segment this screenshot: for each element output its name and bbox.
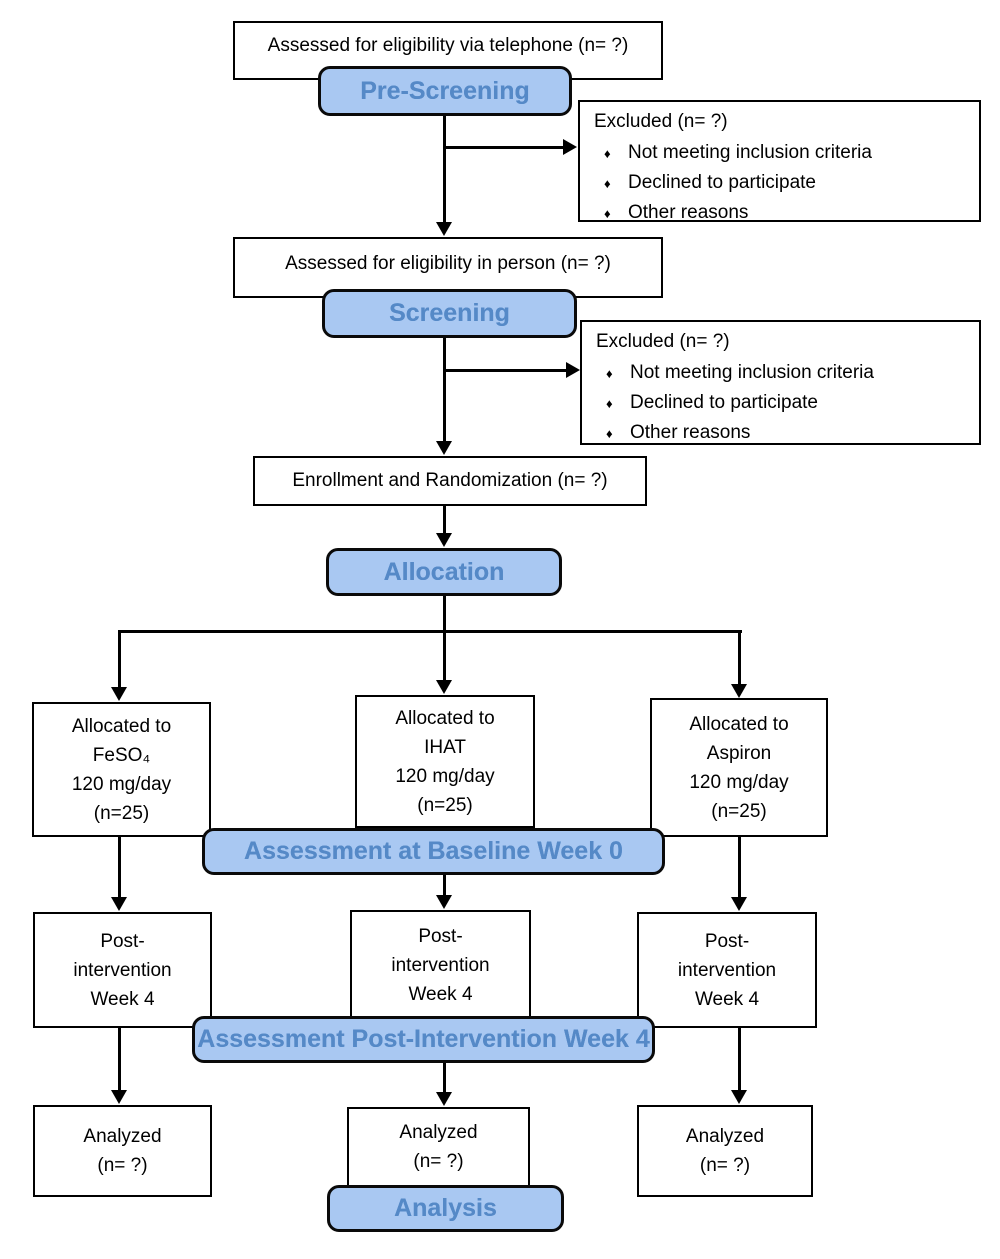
stage-allocation: Allocation (326, 548, 562, 596)
excluded-item-label: Not meeting inclusion criteria (628, 142, 872, 163)
box-line: 120 mg/day (71, 773, 172, 795)
stage-baseline-assessment-bar: Assessment at Baseline Week 0 (202, 828, 665, 875)
connector-line (443, 1063, 446, 1092)
box-line: intervention (73, 959, 172, 981)
box-line: (n= ?) (699, 1155, 751, 1176)
box-line: Post- (418, 925, 463, 947)
box-line: Week 4 (694, 988, 760, 1010)
arrow-down-icon (436, 533, 452, 547)
box-line: FeSO₄ (92, 744, 151, 766)
analyzed-box-right: Analyzed (n= ?) (637, 1105, 813, 1197)
diamond-bullet-icon: ♦ (604, 176, 611, 191)
box-line: Week 4 (90, 988, 155, 1010)
excluded-item-label: Declined to participate (630, 392, 818, 413)
arrow-right-icon (566, 362, 580, 378)
excluded-item-label: Other reasons (628, 202, 749, 223)
allocated-ihat-box: Allocated to IHAT 120 mg/day (n=25) (355, 695, 535, 828)
connector-line (118, 837, 121, 897)
connector-line (443, 596, 446, 633)
connector-line (738, 837, 741, 897)
arrow-down-icon (436, 895, 452, 909)
box-line: IHAT (424, 736, 466, 758)
excluded-item-label: Declined to participate (628, 172, 816, 193)
excluded-title: Excluded (n= ?) (594, 111, 728, 132)
box-line: Analyzed (83, 1126, 162, 1147)
box-line: Analyzed (685, 1126, 765, 1147)
excluded-item: ♦ Not meeting inclusion criteria (580, 138, 979, 168)
diamond-bullet-icon: ♦ (604, 146, 611, 161)
box-line: Post- (100, 930, 145, 952)
box-line: Allocated to (689, 713, 789, 735)
analyzed-box-middle: Analyzed (n= ?) (347, 1107, 530, 1187)
connector-line (443, 116, 446, 222)
box-line: 120 mg/day (395, 765, 495, 787)
excluded-box-screening: Excluded (n= ?) ♦ Not meeting inclusion … (580, 320, 981, 445)
allocated-feso4-box: Allocated to FeSO₄ 120 mg/day (n=25) (32, 702, 211, 837)
excluded-item-label: Not meeting inclusion criteria (630, 362, 874, 383)
arrow-down-icon (436, 680, 452, 694)
box-line: Allocated to (395, 707, 495, 729)
connector-line (118, 630, 121, 687)
box-line: intervention (677, 959, 777, 981)
excluded-item: ♦ Other reasons (580, 198, 979, 228)
box-line: Allocated to (71, 715, 172, 737)
box-line: (n=25) (93, 802, 150, 824)
excluded-title: Excluded (n= ?) (596, 331, 730, 352)
arrow-down-icon (436, 222, 452, 236)
connector-line (738, 630, 741, 684)
stage-pre-screening: Pre-Screening (318, 66, 572, 116)
excluded-item: ♦ Declined to participate (580, 168, 979, 198)
arrow-down-icon (111, 897, 127, 911)
arrow-down-icon (731, 1090, 747, 1104)
excluded-item-label: Other reasons (630, 422, 751, 443)
diamond-bullet-icon: ♦ (606, 396, 613, 411)
excluded-item: ♦ Declined to participate (582, 388, 979, 418)
arrow-down-icon (731, 684, 747, 698)
allocated-aspiron-box: Allocated to Aspiron 120 mg/day (n=25) (650, 698, 828, 837)
box-line: Post- (704, 930, 750, 952)
post-intervention-box-left: Post- intervention Week 4 (33, 912, 212, 1028)
box-line: (n= ?) (413, 1151, 464, 1172)
arrow-right-icon (563, 139, 577, 155)
connector-line (443, 338, 446, 441)
stage-post-intervention-assessment-bar: Assessment Post-Intervention Week 4 (192, 1016, 655, 1063)
arrow-down-icon (111, 687, 127, 701)
arrow-down-icon (731, 897, 747, 911)
box-line: Analyzed (399, 1122, 478, 1143)
enrollment-randomization-box: Enrollment and Randomization (n= ?) (253, 456, 647, 506)
stage-analysis: Analysis (327, 1185, 564, 1232)
stage-screening: Screening (322, 289, 577, 338)
box-line: intervention (391, 954, 490, 976)
box-line: (n=25) (711, 800, 767, 822)
box-line: Week 4 (408, 983, 473, 1005)
box-line: (n=25) (417, 794, 473, 816)
box-line: Aspiron (706, 742, 772, 764)
arrow-down-icon (111, 1090, 127, 1104)
arrow-down-icon (436, 1092, 452, 1106)
box-line: 120 mg/day (689, 771, 789, 793)
post-intervention-box-middle: Post- intervention Week 4 (350, 910, 531, 1020)
connector-line (443, 506, 446, 533)
connector-line (445, 146, 564, 149)
post-intervention-box-right: Post- intervention Week 4 (637, 912, 817, 1028)
connector-line (443, 633, 446, 680)
diamond-bullet-icon: ♦ (604, 206, 611, 221)
box-line: (n= ?) (97, 1155, 148, 1176)
connector-line (443, 875, 446, 896)
connector-line (118, 630, 742, 633)
excluded-item: ♦ Not meeting inclusion criteria (582, 358, 979, 388)
excluded-box-prescreening: Excluded (n= ?) ♦ Not meeting inclusion … (578, 100, 981, 223)
connector-line (445, 369, 566, 372)
connector-line (118, 1028, 121, 1090)
excluded-item: ♦ Other reasons (582, 418, 979, 448)
arrow-down-icon (436, 441, 452, 455)
connector-line (738, 1028, 741, 1090)
diamond-bullet-icon: ♦ (606, 426, 613, 441)
diamond-bullet-icon: ♦ (606, 366, 613, 381)
analyzed-box-left: Analyzed (n= ?) (33, 1105, 212, 1197)
